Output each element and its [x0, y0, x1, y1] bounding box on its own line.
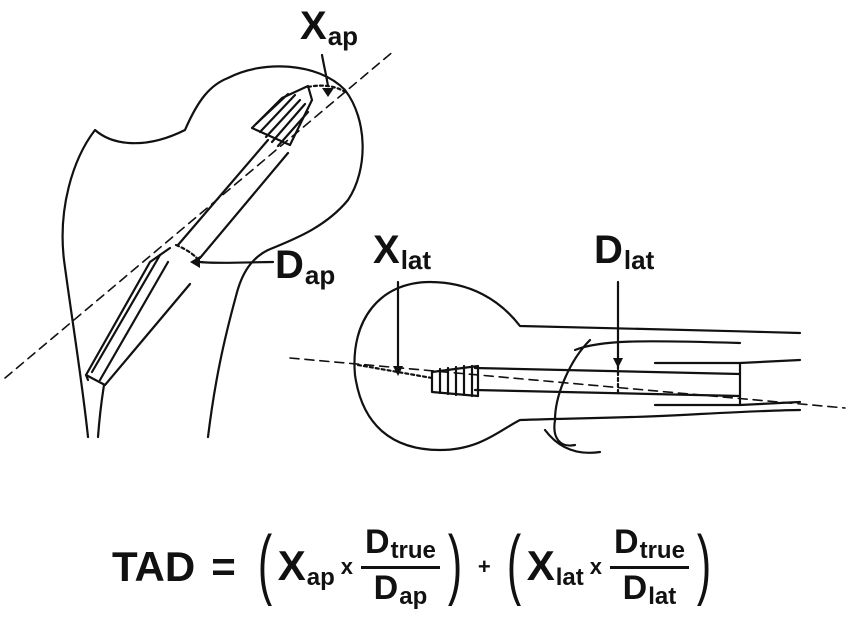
label-x-ap-main: X	[300, 4, 327, 48]
fraction-1-bar	[361, 565, 440, 569]
f2-den-main: D	[622, 568, 648, 607]
dap-arrow	[198, 260, 275, 264]
ap-plate	[90, 253, 170, 382]
formula-term2-x: Xlat	[527, 542, 584, 592]
dlat-arrowhead	[613, 358, 623, 368]
label-x-lat: Xlat	[373, 230, 431, 273]
f1-num-main: D	[365, 523, 390, 562]
term2-x-main: X	[526, 542, 555, 589]
formula-close-paren-1: )	[447, 519, 463, 607]
tad-formula: TAD = ( Xap x Dtrue Dap ) + ( Xlat x Dtr…	[112, 522, 717, 612]
formula-times-2: x	[589, 554, 603, 579]
f2-num-main: D	[614, 523, 639, 562]
ap-barrel	[84, 246, 192, 387]
formula-fraction-2: Dtrue Dlat	[610, 523, 689, 610]
ap-reference-line	[4, 49, 396, 379]
lat-trochanter	[553, 338, 592, 447]
ap-femur-outline	[61, 65, 364, 439]
label-x-ap-sub: ap	[327, 21, 359, 51]
formula-term1-x: Xap	[278, 542, 335, 592]
xap-measure	[306, 84, 347, 94]
xlat-measure	[356, 363, 434, 380]
label-x-ap: Xap	[300, 6, 358, 49]
ap-cortex-line	[96, 383, 106, 439]
lat-screw-threads	[430, 364, 480, 398]
lat-screw-shank	[473, 366, 742, 398]
lat-reference-line	[289, 357, 846, 409]
fraction-1-denominator: Dap	[370, 568, 432, 610]
fraction-2-numerator: Dtrue	[610, 523, 689, 565]
label-d-ap: Dap	[275, 245, 335, 288]
lat-femur-outline	[353, 280, 802, 452]
fraction-2-denominator: Dlat	[619, 568, 681, 610]
label-x-lat-main: X	[373, 228, 400, 272]
ap-screw-threads	[250, 84, 314, 148]
fraction-2-bar	[610, 565, 689, 569]
term1-x-main: X	[277, 542, 306, 589]
ap-screw-shank	[176, 138, 290, 260]
f1-den-sub: ap	[399, 582, 428, 610]
term1-x-sub: ap	[306, 564, 335, 591]
label-d-ap-sub: ap	[304, 260, 336, 290]
xap-arrow	[320, 53, 330, 88]
term2-x-sub: lat	[555, 564, 584, 591]
label-d-lat-sub: lat	[623, 245, 655, 275]
fraction-1-numerator: Dtrue	[361, 523, 440, 565]
formula-plus: +	[477, 554, 491, 579]
f2-den-sub: lat	[648, 582, 677, 610]
dap-arrowhead	[190, 256, 200, 268]
lat-barrel	[653, 358, 802, 407]
xlat-arrowhead	[393, 366, 403, 376]
f1-den-main: D	[373, 568, 399, 607]
formula-open-paren-1: (	[257, 519, 272, 607]
formula-equals: =	[211, 543, 236, 590]
label-d-lat: Dlat	[594, 230, 654, 273]
formula-lhs: TAD	[112, 543, 196, 590]
formula-open-paren-2: (	[506, 519, 521, 607]
lat-cortex-line	[543, 340, 742, 454]
label-d-lat-main: D	[594, 228, 623, 272]
formula-close-paren-2: )	[696, 519, 712, 607]
label-d-ap-main: D	[275, 243, 304, 287]
f2-num-sub: true	[639, 537, 685, 565]
formula-fraction-1: Dtrue Dap	[361, 523, 440, 610]
f1-num-sub: true	[390, 537, 436, 565]
label-x-lat-sub: lat	[400, 245, 432, 275]
xap-arrowhead	[322, 88, 334, 97]
formula-times-1: x	[340, 554, 353, 579]
